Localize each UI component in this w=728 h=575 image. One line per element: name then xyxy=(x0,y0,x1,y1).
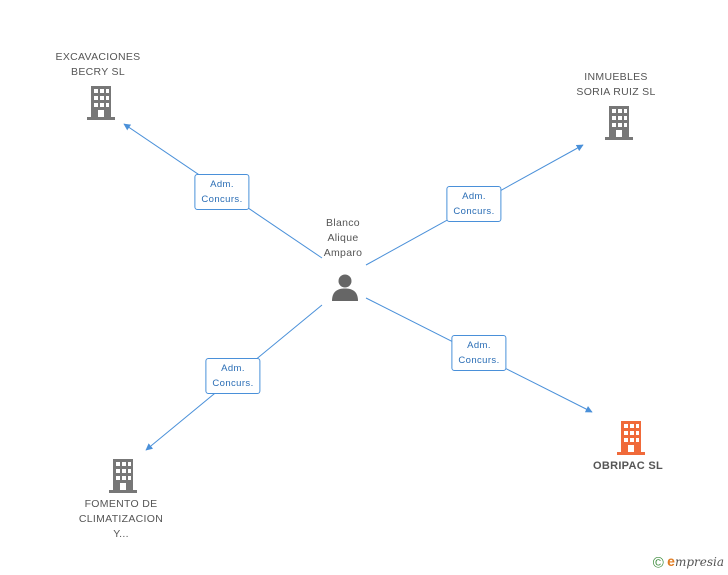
building-icon[interactable] xyxy=(615,421,647,460)
edge-label-excavaciones[interactable]: Adm. Concurs. xyxy=(194,174,250,210)
building-icon[interactable] xyxy=(603,106,635,145)
building-icon[interactable] xyxy=(107,459,139,498)
person-name[interactable]: Blanco Alique Amparo xyxy=(323,217,363,259)
footer-brand[interactable]: © empresia xyxy=(653,553,724,571)
company-name-obripac[interactable]: OBRIPAC SL xyxy=(592,460,664,472)
edge-label-obripac[interactable]: Adm. Concurs. xyxy=(451,335,507,371)
company-name-fomento[interactable]: FOMENTO DE CLIMATIZACION Y... xyxy=(78,498,164,540)
company-name-inmuebles[interactable]: INMUEBLES SORIA RUIZ SL xyxy=(576,71,656,98)
person-icon[interactable] xyxy=(330,272,360,307)
brand-name: mpresia xyxy=(674,554,724,569)
brand-logo-e: e xyxy=(667,552,675,569)
building-icon[interactable] xyxy=(85,86,117,125)
company-name-excavaciones[interactable]: EXCAVACIONES BECRY SL xyxy=(55,51,141,78)
edge-label-inmuebles[interactable]: Adm. Concurs. xyxy=(446,186,502,222)
edge-label-fomento[interactable]: Adm. Concurs. xyxy=(205,358,261,394)
copyright-icon: © xyxy=(652,554,664,571)
